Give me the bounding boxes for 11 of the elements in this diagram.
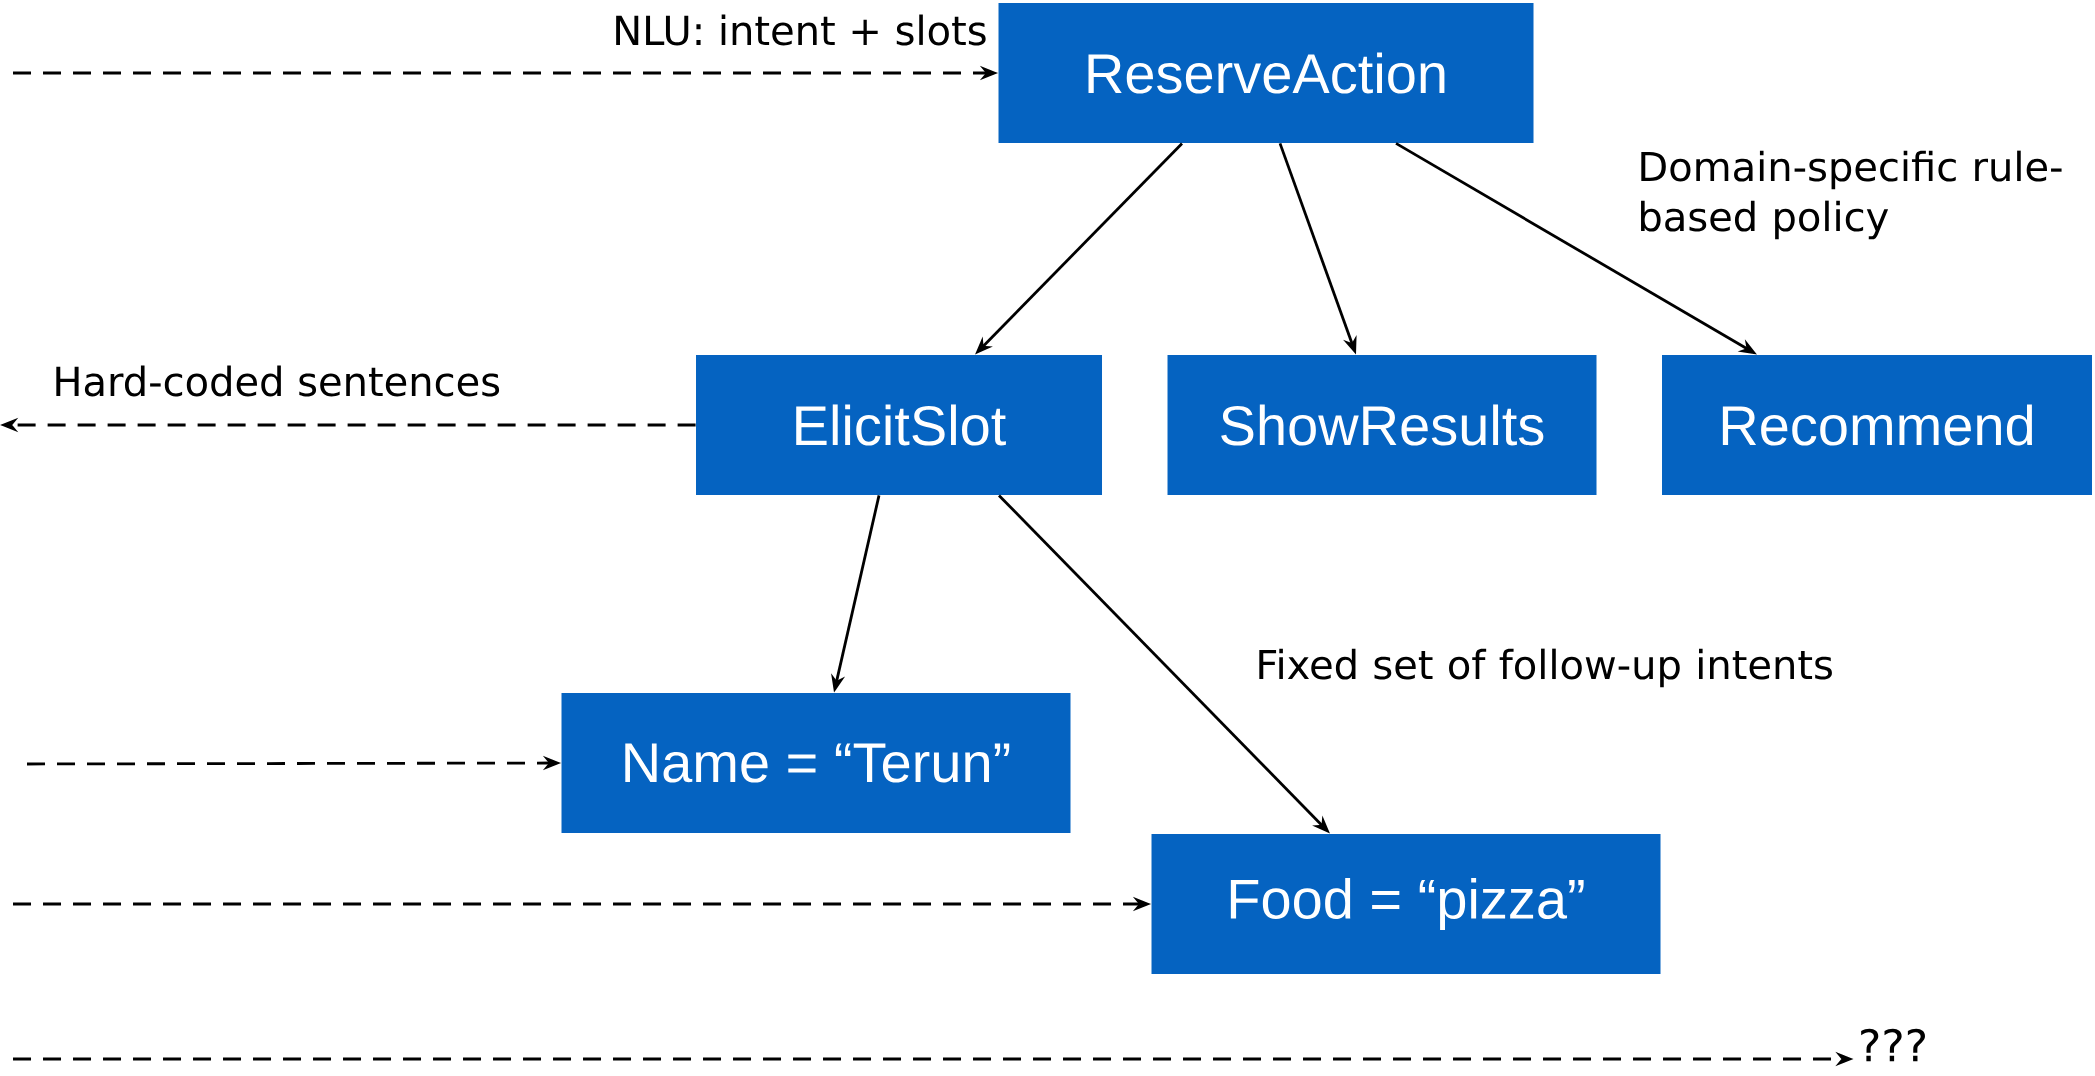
process-box: ReserveAction [998, 3, 1534, 143]
note-text: Domain-specific rule-based policy [1641, 150, 2062, 240]
question-marks: ??? [1861, 1028, 1925, 1062]
process-box: ElicitSlot [696, 355, 1102, 495]
process-box: ShowResults [1167, 355, 1597, 495]
edge-label: Hard-coded sentences [50, 363, 503, 399]
process-box: Name = “Terun” [561, 693, 1071, 833]
note-text: Fixed set of follow-up intents [1259, 648, 1832, 688]
process-box: Food = “pizza” [1151, 834, 1661, 974]
process-box: Recommend [1662, 355, 2092, 495]
edge-label: NLU: intent + slots [610, 12, 990, 48]
